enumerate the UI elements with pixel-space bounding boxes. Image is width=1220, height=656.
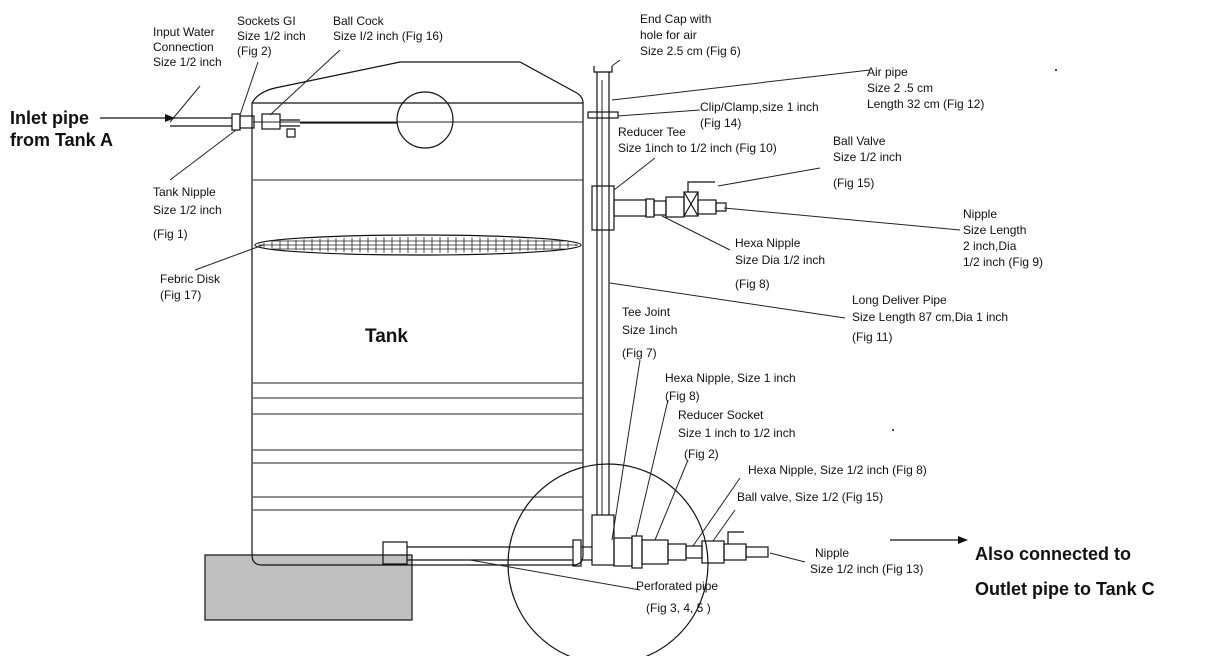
outlet-label-line1: Also connected to	[975, 544, 1131, 564]
input-water-label: Input Water	[153, 25, 215, 39]
reducer-tee-label: Reducer Tee	[618, 125, 686, 139]
reducer-socket-label-3: (Fig 2)	[684, 447, 719, 461]
nipple-bottom-label: Nipple	[815, 546, 849, 560]
inlet-label-line2: from Tank A	[10, 130, 113, 150]
air-pipe-label-3: Length 32 cm (Fig 12)	[867, 97, 984, 111]
tee-joint-label-2: Size 1inch	[622, 323, 677, 337]
end-cap-label: End Cap with	[640, 12, 711, 26]
ball-cock-label: Ball Cock	[333, 14, 385, 28]
input-water-label-3: Size 1/2 inch	[153, 55, 222, 69]
ball-valve-top-label: Ball Valve	[833, 134, 886, 148]
febric-disk-label: Febric Disk	[160, 272, 221, 286]
inlet-piping	[170, 113, 397, 138]
nipple-bottom-label-2: Size 1/2 inch (Fig 13)	[810, 562, 923, 576]
tank-nipple-label-2: Size 1/2 inch	[153, 203, 222, 217]
end-cap-label-2: hole for air	[640, 28, 697, 42]
inlet-label-line1: Inlet pipe	[10, 108, 89, 128]
long-pipe-label-3: (Fig 11)	[852, 330, 892, 344]
leader-lines	[169, 49, 961, 591]
tank-nipple-label-3: (Fig 1)	[153, 227, 188, 241]
fabric-disk	[254, 234, 582, 256]
air-pipe-label: Air pipe	[867, 65, 908, 79]
sockets-gi-label-3: (Fig 2)	[237, 44, 272, 58]
long-pipe-label: Long Deliver Pipe	[852, 293, 947, 307]
tee-joint-label-3: (Fig 7)	[622, 346, 657, 360]
nipple-top-label: Nipple	[963, 207, 997, 221]
delivery-pipe	[587, 66, 727, 515]
tank-label: Tank	[365, 326, 408, 347]
outlet-assembly	[382, 514, 769, 569]
end-cap-label-3: Size 2.5 cm (Fig 6)	[640, 44, 741, 58]
reducer-socket-label: Reducer Socket	[678, 408, 764, 422]
long-pipe-label-2: Size Length 87 cm,Dia 1 inch	[852, 310, 1008, 324]
hexa-nipple-1in-label-2: (Fig 8)	[665, 389, 700, 403]
sockets-gi-label-2: Size 1/2 inch	[237, 29, 306, 43]
concrete-base	[204, 554, 413, 621]
tee-joint-label: Tee Joint	[622, 305, 671, 319]
reducer-socket-label-2: Size 1 inch to 1/2 inch	[678, 426, 795, 440]
clip-label: Clip/Clamp,size 1 inch	[700, 100, 819, 114]
detail-circle	[507, 463, 709, 656]
nipple-top-label-3: 2 inch,Dia	[963, 239, 1017, 253]
sockets-gi-label: Sockets GI	[237, 14, 296, 28]
hexa-nipple-1in-label: Hexa Nipple, Size 1 inch	[665, 371, 796, 385]
outlet-arrow	[890, 536, 968, 544]
perforated-pipe-label-2: (Fig 3, 4, 5 )	[646, 601, 711, 615]
ball-cock-label-2: Size I/2 inch (Fig 16)	[333, 29, 443, 43]
ball-cock-float	[396, 91, 454, 149]
outlet-label-line2: Outlet pipe to Tank C	[975, 579, 1155, 599]
nipple-top-label-2: Size Length	[963, 223, 1026, 237]
air-pipe-label-2: Size 2 .5 cm	[867, 81, 933, 95]
perforated-pipe-label: Perforated pipe	[636, 579, 718, 593]
reducer-tee-label-2: Size 1inch to 1/2 inch (Fig 10)	[618, 141, 777, 155]
tank-body	[251, 61, 584, 566]
ball-valve-top-label-3: (Fig 15)	[833, 176, 874, 190]
ball-valve-top-label-2: Size 1/2 inch	[833, 150, 902, 164]
tank-nipple-label: Tank Nipple	[153, 185, 216, 199]
inlet-arrow	[100, 114, 175, 122]
ball-valve-bottom-label: Ball valve, Size 1/2 (Fig 15)	[737, 490, 883, 504]
hexa-nipple-top-label-3: (Fig 8)	[735, 277, 770, 291]
clip-label-2: (Fig 14)	[700, 116, 741, 130]
input-water-label-2: Connection	[153, 40, 214, 54]
hexa-nipple-half-label: Hexa Nipple, Size 1/2 inch (Fig 8)	[748, 463, 927, 477]
nipple-top-label-4: 1/2 inch (Fig 9)	[963, 255, 1043, 269]
hexa-nipple-top-label-2: Size Dia 1/2 inch	[735, 253, 825, 267]
febric-disk-label-2: (Fig 17)	[160, 288, 201, 302]
hexa-nipple-top-label: Hexa Nipple	[735, 236, 801, 250]
